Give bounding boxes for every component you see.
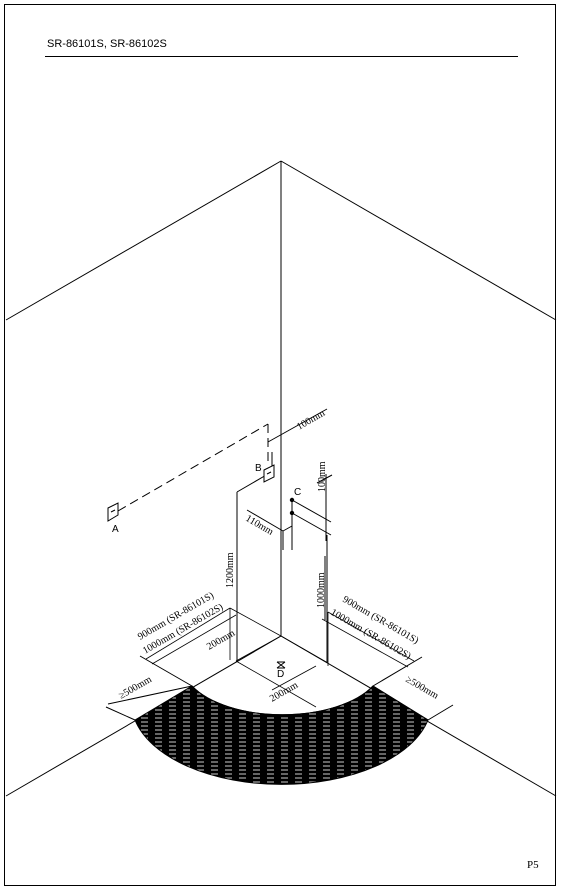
dim-1000: 1000mm [316, 572, 327, 608]
floor-outline [105, 655, 454, 721]
point-d-label: D [277, 669, 284, 680]
dim-100-top: 100mm [295, 408, 327, 433]
outlet-b-symbol [263, 464, 275, 483]
page-frame [4, 4, 556, 886]
outlet-a-symbol [107, 502, 119, 522]
dim-100-right: 100mm [317, 461, 328, 492]
dim-1200: 1200mm [225, 552, 236, 588]
dim-200-left: 200mm [205, 628, 237, 653]
point-b-label: B [255, 463, 262, 474]
clearance-zone [134, 685, 429, 785]
drain-d-symbol [276, 661, 286, 669]
header-rule [45, 56, 518, 57]
point-c-label: C [294, 487, 301, 498]
room-walls [5, 160, 557, 797]
pipe-routing [117, 408, 333, 620]
vertical-dimension-lines [236, 473, 328, 662]
dim-clear-left: ≥500mm [117, 674, 154, 702]
page-number: P5 [527, 859, 539, 871]
point-c-marker-lower [289, 510, 295, 516]
page-title: SR-86101S, SR-86102S [47, 38, 167, 50]
floor-dimension-lines [145, 607, 415, 708]
dim-clear-right: ≥500mm [404, 674, 441, 702]
point-c-marker-upper [289, 497, 295, 503]
point-a-label: A [112, 524, 119, 535]
